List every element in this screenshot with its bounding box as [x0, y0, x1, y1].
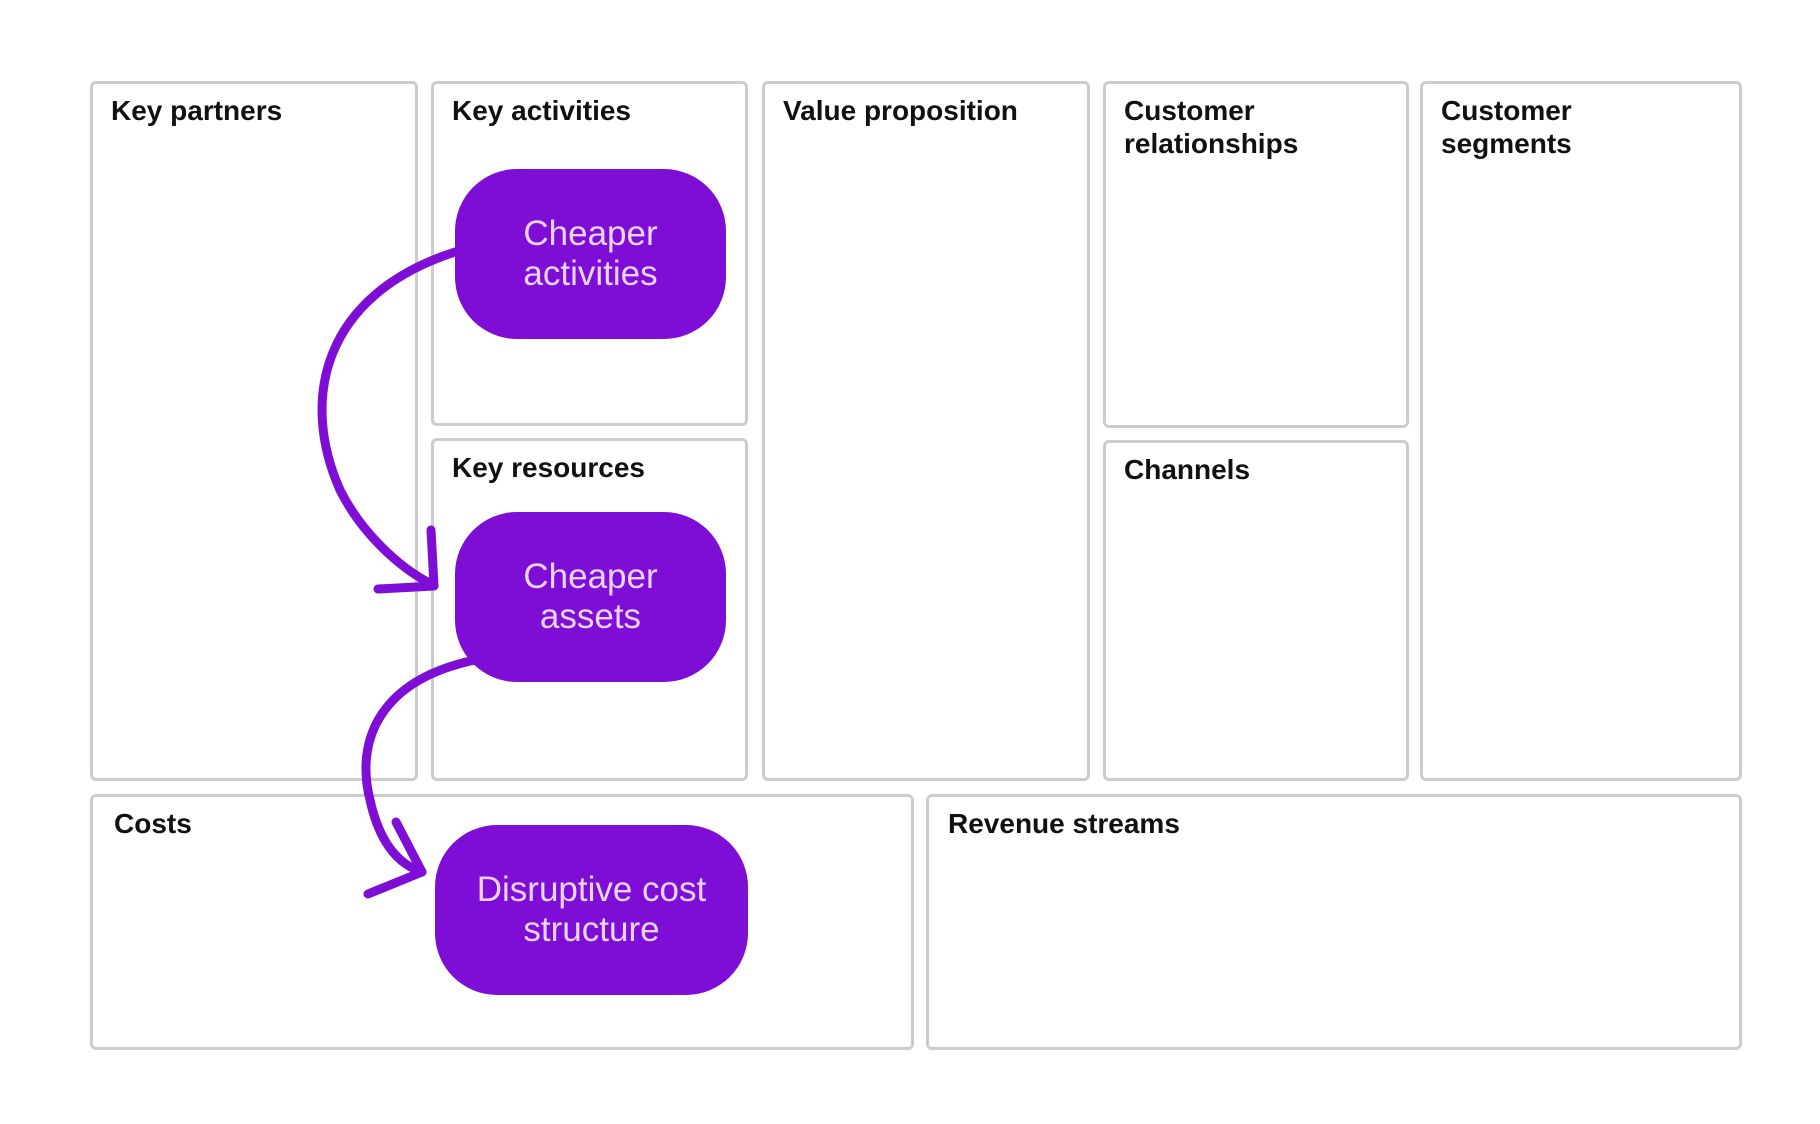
- block-title-key-activities: Key activities: [452, 95, 631, 126]
- block-title-value-proposition: Value proposition: [783, 95, 1018, 126]
- block-revenue-streams: Revenue streams: [926, 794, 1742, 1050]
- block-key-partners: Key partners: [90, 81, 418, 781]
- block-channels: Channels: [1103, 440, 1409, 781]
- block-title-key-partners: Key partners: [111, 95, 283, 126]
- block-customer-relationships: Customer relationships: [1103, 81, 1409, 428]
- block-title-revenue-streams: Revenue streams: [948, 808, 1180, 839]
- block-title-customer-segments: Customer segments: [1441, 95, 1572, 159]
- block-title-key-resources: Key resources: [452, 452, 646, 483]
- block-title-customer-relationships: Customer relationships: [1124, 95, 1299, 159]
- block-customer-segments: Customer segments: [1420, 81, 1742, 781]
- highlight-cheaper-activities: Cheaper activities: [455, 169, 726, 339]
- block-title-costs: Costs: [114, 808, 192, 839]
- highlight-disruptive-cost-structure: Disruptive cost structure: [435, 825, 748, 995]
- block-value-proposition: Value proposition: [762, 81, 1090, 781]
- block-title-channels: Channels: [1124, 454, 1251, 485]
- highlight-cheaper-assets: Cheaper assets: [455, 512, 726, 682]
